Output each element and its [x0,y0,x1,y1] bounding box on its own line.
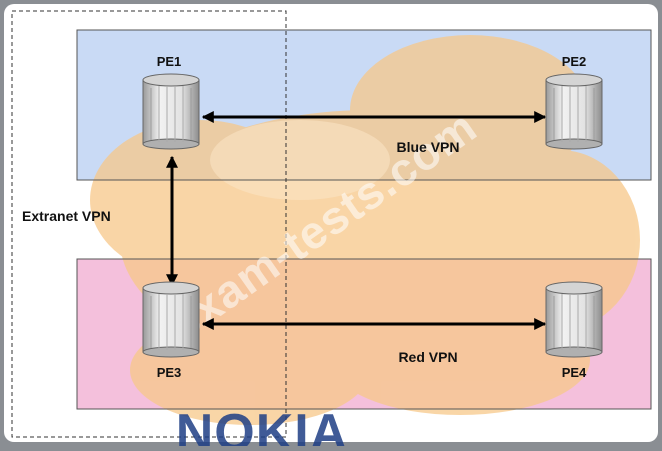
router-cylinder-icon [142,73,200,150]
blue-vpn-label: Blue VPN [396,139,459,155]
red-vpn-label: Red VPN [398,349,457,365]
router-cylinder-icon [545,281,603,358]
extranet-vpn-boundary [11,10,287,438]
router-label-pe3: PE3 [157,365,182,380]
router-label-pe2: PE2 [562,54,587,69]
router-label-pe1: PE1 [157,54,182,69]
extranet-vpn-label: Extranet VPN [22,208,111,224]
nokia-logo: NOKIA [176,404,349,446]
router-cylinder-icon [545,73,603,150]
red-vpn-border [76,258,652,410]
router-cylinder-icon [142,281,200,358]
router-label-pe4: PE4 [562,365,587,380]
blue-vpn-border [76,29,652,181]
